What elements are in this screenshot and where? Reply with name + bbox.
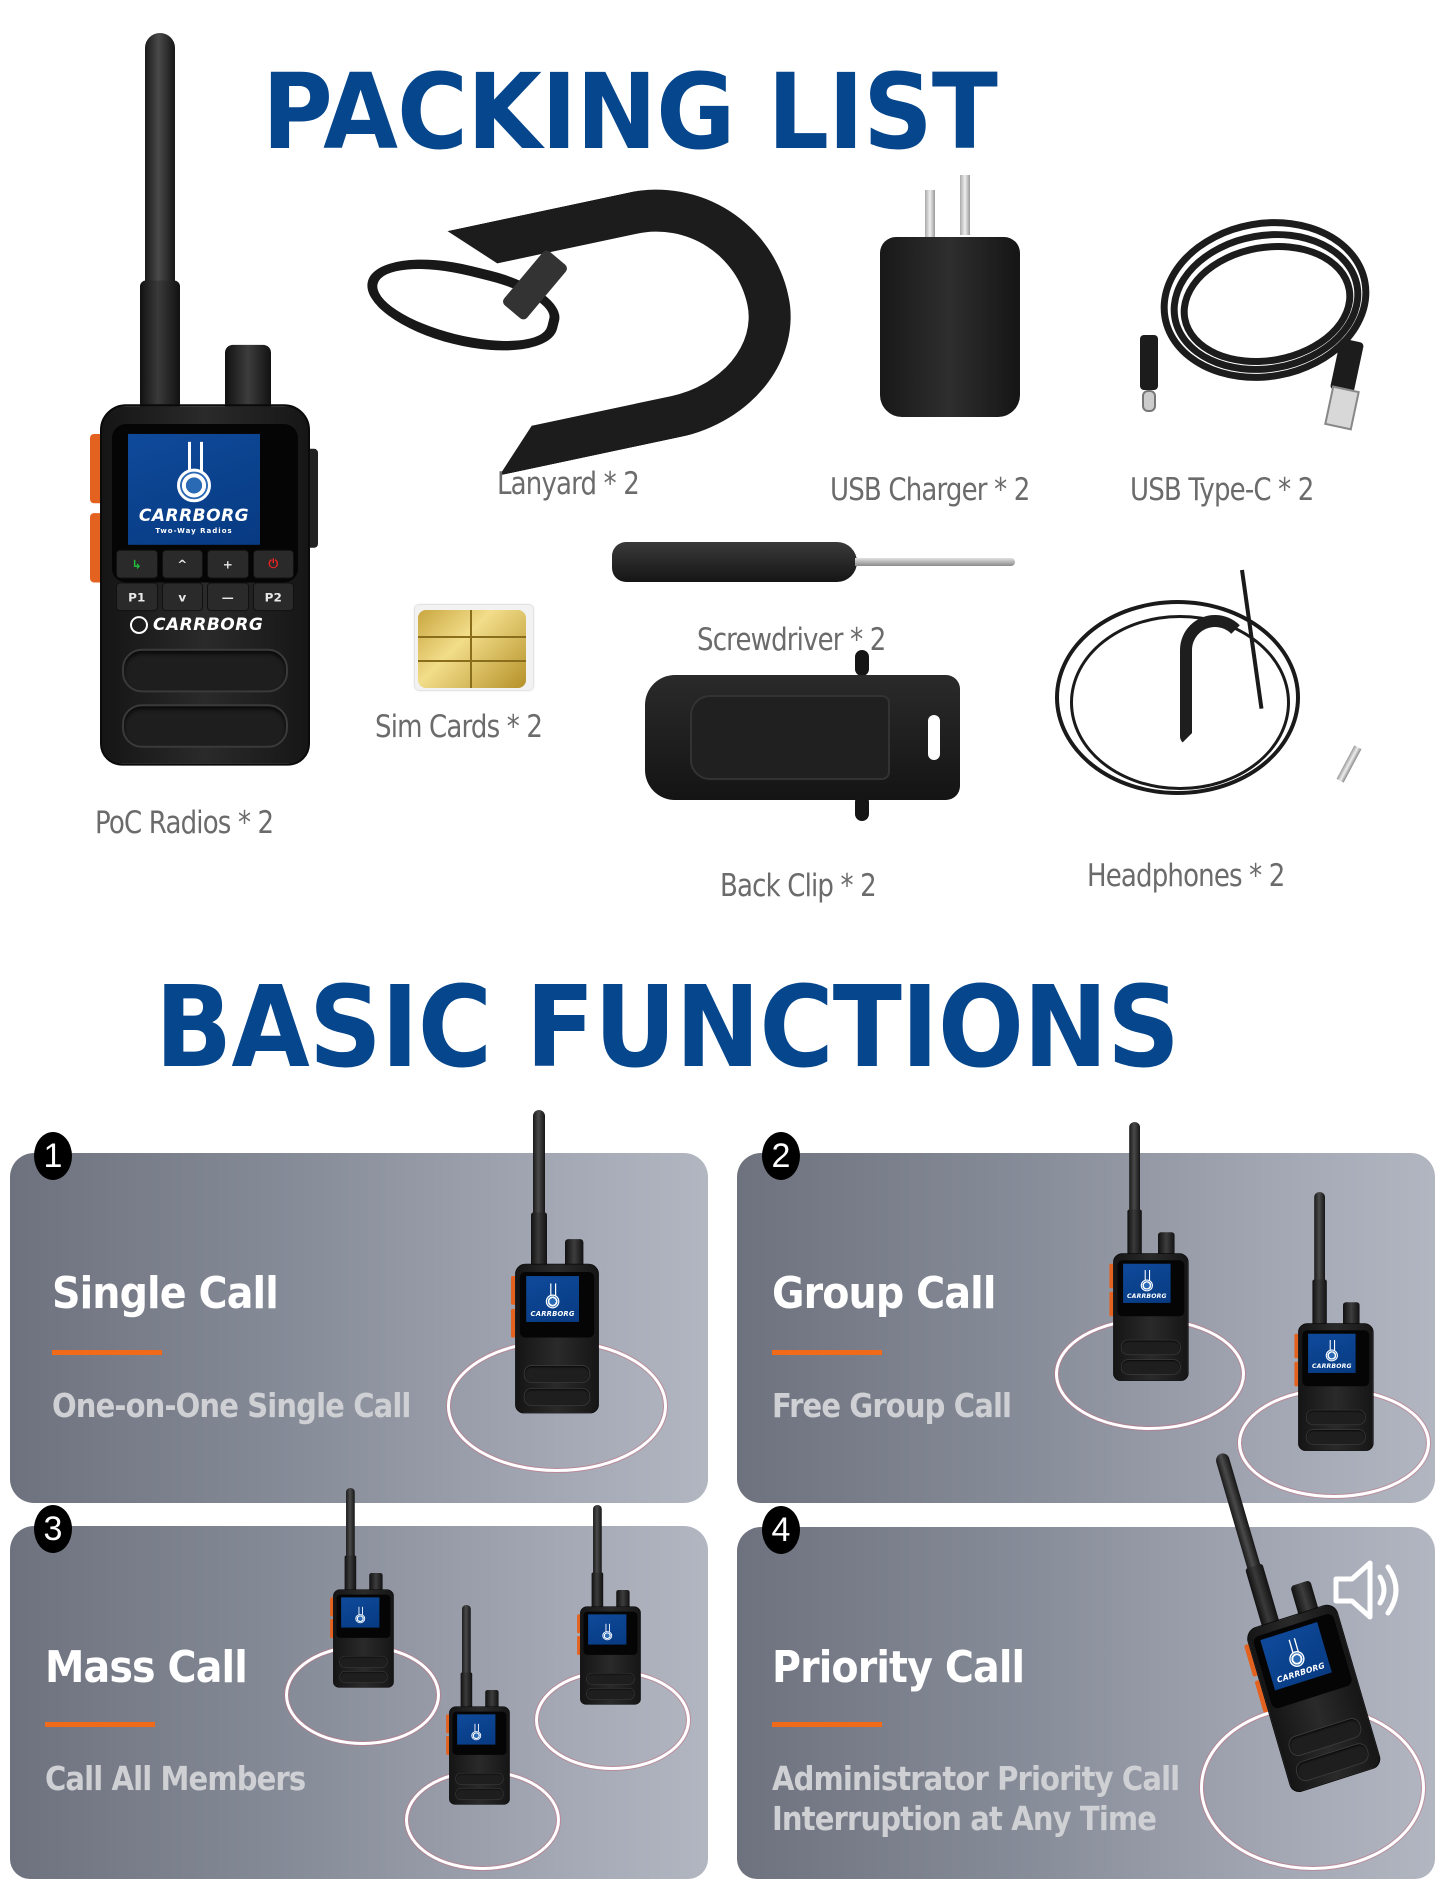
sim-chip <box>418 610 526 688</box>
down-key-icon: v <box>161 582 203 612</box>
basic-functions-title: BASIC FUNCTIONS <box>155 963 1180 1093</box>
up-key-icon: ^ <box>161 549 203 579</box>
radio-screen-tagline: Two-Way Radios <box>155 527 233 535</box>
p1-key: P1 <box>116 582 158 612</box>
radio-body-brand: CARRBORG <box>130 615 290 635</box>
panel-title-group-call: Group Call <box>772 1268 996 1319</box>
item-label-headphones: Headphones * 2 <box>1087 858 1285 894</box>
step-badge-2: 2 <box>762 1132 800 1180</box>
item-label-lanyard: Lanyard * 2 <box>497 466 640 502</box>
usb-c-plug <box>1140 335 1158 390</box>
panel-title-mass-call: Mass Call <box>45 1642 248 1693</box>
minus-key-icon: — <box>207 582 249 612</box>
item-label-screwdriver: Screwdriver * 2 <box>697 622 886 658</box>
poc-radio-image: CARRBORG Two-Way Radios ↳ ^ + ⏻ P1 v — P… <box>90 33 318 766</box>
panel-subtitle-mass-call: Call All Members <box>45 1759 306 1798</box>
radio-keypad: ↳ ^ + ⏻ P1 v — P2 <box>116 549 294 612</box>
charger-body <box>880 237 1020 417</box>
panel-subtitle-priority-call-line1: Administrator Priority Call <box>772 1759 1180 1798</box>
orange-divider <box>772 1722 882 1727</box>
back-clip-plate <box>690 695 890 780</box>
radio-side-button <box>90 433 100 504</box>
globe-icon <box>130 616 148 634</box>
radio-image: CARRBORG <box>1109 1122 1189 1381</box>
item-label-poc-radios: PoC Radios * 2 <box>95 805 274 841</box>
charger-prong <box>925 190 935 240</box>
usb-c-connector <box>1142 390 1156 412</box>
radio-antenna-base <box>140 280 180 420</box>
globe-antenna-logo-icon <box>177 441 211 503</box>
back-clip-peg <box>855 795 869 821</box>
charger-prong <box>960 175 970 235</box>
screwdriver-shaft <box>855 558 1015 566</box>
item-label-sim-cards: Sim Cards * 2 <box>375 709 543 745</box>
headphone-cable-loop <box>1055 600 1300 795</box>
panel-subtitle-group-call: Free Group Call <box>772 1386 1012 1425</box>
speaker-volume-icon <box>1333 1560 1399 1620</box>
speaker-grille <box>122 648 288 693</box>
orange-divider <box>45 1722 155 1727</box>
step-badge-4: 4 <box>762 1506 800 1554</box>
item-label-back-clip: Back Clip * 2 <box>720 868 877 904</box>
call-key-icon: ↳ <box>116 549 158 579</box>
earhook-icon <box>1180 615 1250 745</box>
panel-subtitle-priority-call-line2: Interruption at Any Time <box>772 1799 1157 1838</box>
radio-screen: CARRBORG Two-Way Radios <box>128 433 260 545</box>
item-label-usb-type-c: USB Type-C * 2 <box>1130 472 1314 508</box>
radio-body-brand-text: CARRBORG <box>153 615 264 635</box>
screwdriver-handle <box>612 542 857 582</box>
step-badge-3: 3 <box>34 1505 72 1553</box>
back-clip-slot <box>928 715 940 760</box>
speaker-grille <box>122 704 288 748</box>
radio-image: CARRBORG <box>511 1110 599 1414</box>
radio-image <box>330 1488 394 1688</box>
p2-key: P2 <box>252 582 294 612</box>
headphone-cable-loop <box>1070 615 1290 790</box>
usb-a-connector <box>1324 385 1360 431</box>
back-clip-peg <box>855 650 869 676</box>
radio-screen-brand: CARRBORG <box>138 506 250 527</box>
radio-image: CARRBORG <box>1294 1192 1374 1451</box>
radio-image <box>446 1605 510 1805</box>
packing-list-title: PACKING LIST <box>262 51 998 173</box>
orange-divider <box>52 1350 162 1355</box>
orange-divider <box>772 1350 882 1355</box>
plus-key-icon: + <box>207 549 249 579</box>
panel-title-priority-call: Priority Call <box>772 1642 1025 1693</box>
panel-subtitle-single-call: One-on-One Single Call <box>52 1386 411 1425</box>
radio-side-button <box>90 513 100 583</box>
radio-side-button-right <box>310 448 318 548</box>
step-badge-1: 1 <box>34 1132 72 1180</box>
end-key-icon: ⏻ <box>252 549 294 579</box>
audio-jack <box>1336 745 1362 783</box>
panel-title-single-call: Single Call <box>52 1268 279 1319</box>
item-label-usb-charger: USB Charger * 2 <box>830 472 1030 508</box>
radio-image <box>577 1505 641 1705</box>
